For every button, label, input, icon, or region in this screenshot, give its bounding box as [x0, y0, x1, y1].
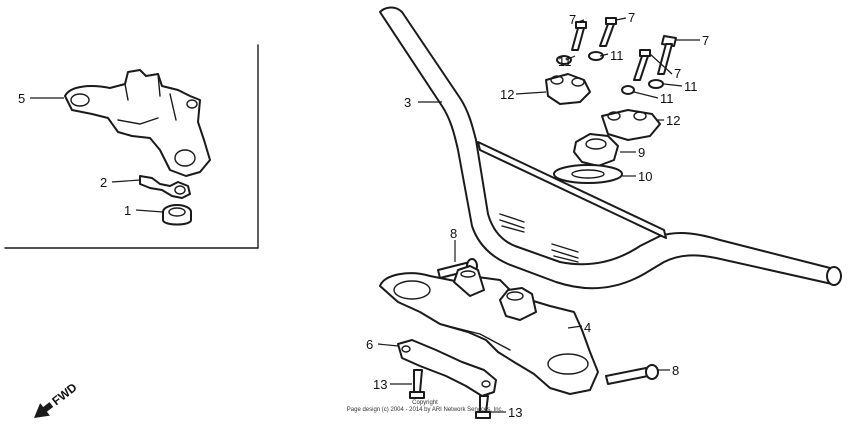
copyright-line-1: Copyright [412, 400, 438, 406]
upper-holder-part-left [545, 73, 591, 105]
callout-12: 12 [666, 113, 680, 128]
handlebar-part [379, 6, 842, 290]
callout-7: 7 [674, 66, 681, 81]
callout-7: 7 [628, 10, 635, 25]
callout-13: 13 [508, 405, 522, 420]
callout-2: 2 [100, 175, 107, 190]
callout-11: 11 [610, 48, 624, 63]
fwd-indicator: FWD [34, 380, 80, 418]
upper-holder-part-right [601, 109, 661, 141]
steering-bracket-part [64, 69, 211, 177]
callout-11: 11 [660, 91, 674, 106]
callout-3: 3 [404, 95, 411, 110]
inset-frame [4, 44, 259, 249]
hose-bracket-part [397, 339, 497, 397]
callout-12: 12 [500, 87, 514, 102]
fwd-arrow-icon [34, 402, 54, 418]
callout-9: 9 [638, 145, 645, 160]
callout-6: 6 [366, 337, 373, 352]
callout-7: 7 [702, 33, 709, 48]
small-nut-parts [556, 51, 664, 95]
callout-5: 5 [18, 91, 25, 106]
washer-part [553, 164, 623, 184]
bolt-parts [571, 17, 677, 81]
callout-4: 4 [584, 320, 591, 335]
small-bolt-parts [409, 369, 491, 419]
callout-1: 1 [124, 203, 131, 218]
fwd-label: FWD [49, 380, 79, 408]
cap-part [162, 204, 192, 226]
clip-part [139, 175, 191, 199]
nut-part [573, 133, 619, 167]
callout-8: 8 [450, 226, 457, 241]
fork-bridge-part [379, 265, 599, 395]
callout-11: 11 [558, 54, 572, 69]
callout-7: 7 [569, 12, 576, 27]
callout-11: 11 [684, 79, 698, 94]
callout-labels: 5 2 1 3 4 6 7 7 7 7 8 8 9 10 11 11 11 11… [18, 10, 709, 420]
callout-8: 8 [672, 363, 679, 378]
copyright-line-2: Page design (c) 2004 - 2014 by ARI Netwo… [347, 407, 504, 413]
copyright-watermark: Copyright Page design (c) 2004 - 2014 by… [347, 400, 504, 413]
callout-10: 10 [638, 169, 652, 184]
leader-lines [30, 17, 700, 413]
callout-13: 13 [373, 377, 387, 392]
